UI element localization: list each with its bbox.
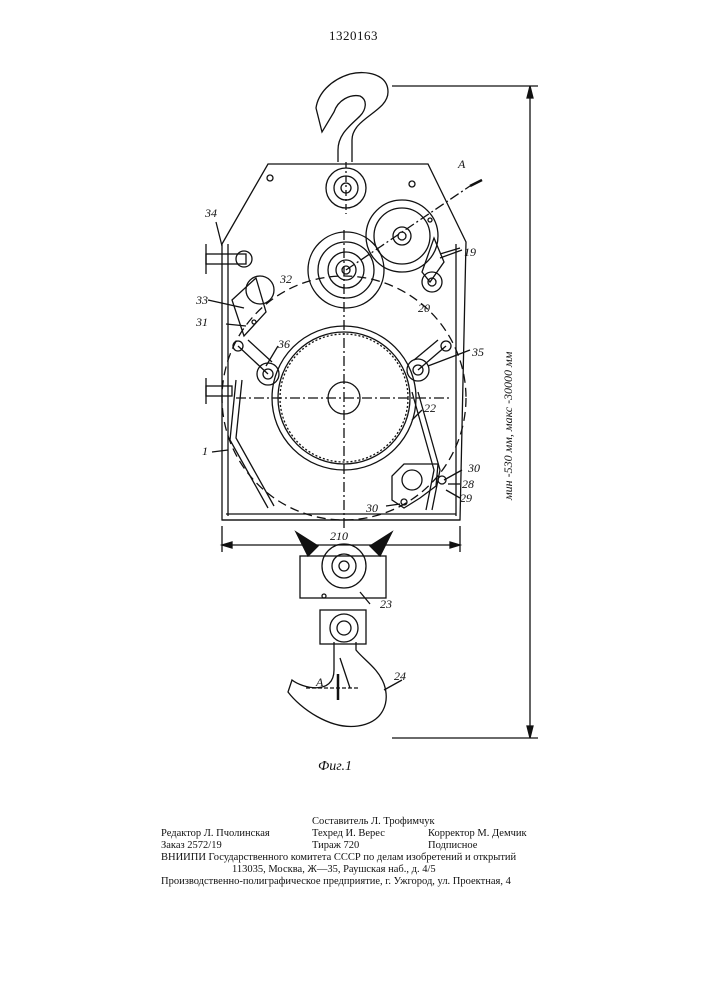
imprint-institute: ВНИИПИ Государственного комитета СССР по… [161, 852, 516, 864]
figure-caption: Фиг.1 [318, 759, 352, 774]
top-hook [316, 73, 388, 162]
callout-22: 22 [424, 401, 436, 415]
callout-30b: 30 [365, 501, 378, 515]
imprint-circulation: Тираж 720 [312, 840, 359, 852]
gear-upper [366, 200, 438, 272]
callout-1: 1 [202, 444, 208, 458]
callout-19: 19 [464, 245, 476, 259]
callout-28: 28 [462, 477, 474, 491]
dimension-height: мин -530 мм, макс -30000 мм [501, 351, 515, 501]
section-mark-top: A [457, 157, 466, 171]
callout-30a: 30 [467, 461, 480, 475]
callout-23: 23 [380, 597, 392, 611]
imprint-corrector: Корректор М. Демчик [428, 828, 527, 840]
callout-29: 29 [460, 491, 472, 505]
imprint-address: 113035, Москва, Ж—35, Раушская наб., д. … [232, 864, 436, 876]
imprint-order: Заказ 2572/19 [161, 840, 222, 852]
callout-20: 20 [418, 301, 430, 315]
imprint-subscription: Подписное [428, 840, 477, 852]
section-mark-bottom: A [315, 675, 324, 689]
imprint-tech-editor: Техред И. Верес [312, 828, 385, 840]
callout-32: 32 [279, 272, 292, 286]
callout-24: 24 [394, 669, 406, 683]
callout-31: 31 [195, 315, 208, 329]
imprint-composer: Составитель Л. Трофимчук [312, 816, 435, 828]
callout-35: 35 [471, 345, 484, 359]
imprint-printer: Производственно-полиграфическое предприя… [161, 876, 511, 888]
pulley-block [300, 556, 386, 598]
top-nut [326, 168, 366, 208]
dimension-width: 210 [330, 529, 348, 543]
callout-36: 36 [277, 337, 290, 351]
imprint-editor: Редактор Л. Пчолинская [161, 828, 270, 840]
clamp-screw [206, 254, 246, 264]
callout-33: 33 [195, 293, 208, 307]
callout-34: 34 [204, 206, 217, 220]
